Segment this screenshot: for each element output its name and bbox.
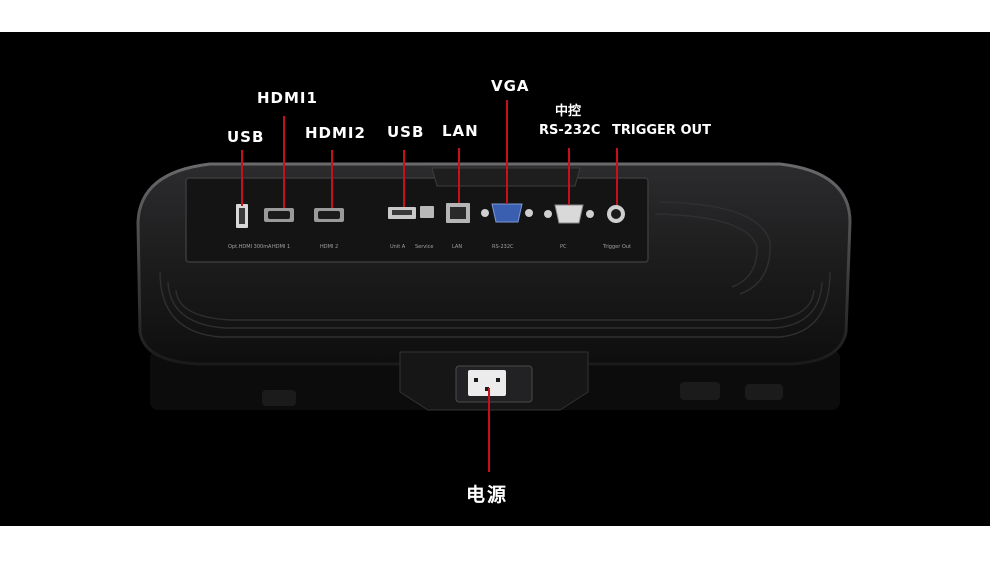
projector-grooves bbox=[159, 201, 831, 338]
projector-foot-left bbox=[262, 390, 296, 406]
usb-port-left-slot bbox=[239, 208, 245, 224]
printed-label-hdmi1: HDMI 1 bbox=[272, 244, 290, 250]
power-pin-left bbox=[474, 378, 478, 382]
printed-label-opt-hdmi: Opt.HDMI 300mA bbox=[228, 244, 272, 250]
projector-photo-panel: Opt.HDMI 300mA HDMI 1 HDMI 2 Unit A Serv… bbox=[0, 32, 990, 526]
power-pin-right bbox=[496, 378, 500, 382]
callout-line-hdmi1 bbox=[283, 116, 285, 208]
callout-usb-left: USB bbox=[227, 128, 265, 146]
rs232-screw-left bbox=[544, 210, 552, 218]
printed-label-lan: LAN bbox=[452, 244, 462, 250]
callout-lan: LAN bbox=[442, 122, 479, 140]
printed-label-rs232: RS-232C bbox=[492, 244, 514, 250]
callout-line-trigger bbox=[616, 148, 618, 205]
rs232-port bbox=[554, 204, 584, 224]
power-inlet bbox=[468, 370, 506, 396]
projector-rear-illustration: Opt.HDMI 300mA HDMI 1 HDMI 2 Unit A Serv… bbox=[136, 162, 852, 411]
hdmi2-port-slot bbox=[318, 211, 340, 219]
callout-trigger-out: TRIGGER OUT bbox=[612, 123, 711, 138]
vga-port bbox=[491, 203, 523, 223]
connector-panel bbox=[185, 177, 649, 263]
rs232-screw-right bbox=[586, 210, 594, 218]
callout-line-power bbox=[488, 388, 490, 472]
callout-line-lan bbox=[458, 148, 460, 203]
callout-power: 电源 bbox=[466, 484, 509, 506]
vga-screw-right bbox=[525, 209, 533, 217]
callout-hdmi2: HDMI2 bbox=[305, 124, 366, 142]
callout-hdmi1: HDMI1 bbox=[257, 89, 318, 107]
callout-vga: VGA bbox=[491, 77, 530, 95]
printed-label-hdmi2: HDMI 2 bbox=[320, 244, 338, 250]
callout-line-vga bbox=[506, 100, 508, 204]
printed-label-unit-a: Unit A bbox=[390, 244, 406, 250]
printed-port-labels: Opt.HDMI 300mA HDMI 1 HDMI 2 Unit A Serv… bbox=[228, 244, 631, 250]
printed-label-service: Service bbox=[415, 244, 433, 250]
callout-line-hdmi2 bbox=[331, 150, 333, 208]
callout-line-rs232 bbox=[568, 148, 570, 205]
lan-port-slot bbox=[450, 207, 466, 219]
printed-label-trigger: Trigger Out bbox=[602, 244, 631, 250]
callout-line-usb-left bbox=[241, 150, 243, 206]
callout-line-usb-right bbox=[403, 150, 405, 207]
vga-screw-left bbox=[481, 209, 489, 217]
usb-port-right-slot bbox=[392, 210, 412, 215]
callout-control-title: 中控 bbox=[555, 104, 582, 119]
callout-rs232c: RS-232C bbox=[539, 123, 601, 138]
power-pin-ground bbox=[485, 387, 489, 391]
callout-usb-right: USB bbox=[387, 123, 425, 141]
trigger-out-jack-hole bbox=[611, 209, 621, 219]
service-port bbox=[420, 206, 434, 218]
projector-foot-right-2 bbox=[745, 384, 783, 400]
projector-foot-right bbox=[680, 382, 720, 400]
printed-label-pc: PC bbox=[560, 244, 567, 250]
hdmi1-port-slot bbox=[268, 211, 290, 219]
